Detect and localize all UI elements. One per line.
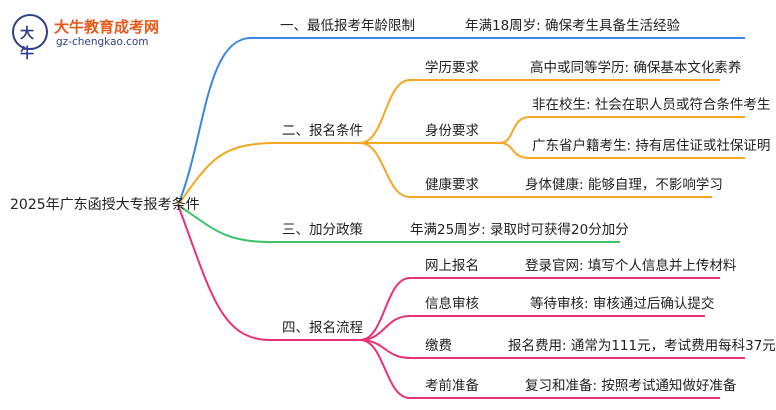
connector-branch-1	[177, 37, 445, 206]
branch-1-label: 一、最低报考年龄限制	[280, 18, 415, 34]
connector-detail-2-2b	[499, 142, 745, 159]
logo-badge-text: 大牛	[20, 26, 34, 62]
sub-2-3-label: 健康要求	[425, 177, 479, 193]
connector-sub-2-3	[359, 142, 505, 198]
sub-4-3-label: 缴费	[425, 338, 452, 354]
branch-3-label: 三、加分政策	[282, 222, 363, 238]
mindmap-connectors	[177, 37, 745, 399]
connector-sub-2-1	[359, 79, 510, 144]
sub-2-3-detail: 身体健康: 能够自理，不影响学习	[525, 177, 723, 193]
connector-sub-4-1	[359, 277, 505, 341]
connector-sub-4-4	[359, 339, 505, 399]
sub-2-1-label: 学历要求	[425, 60, 479, 76]
connector-sub-4-2	[359, 315, 505, 341]
branch-2-label: 二、报名条件	[282, 123, 363, 139]
root-node: 2025年广东函授大专报考条件	[10, 197, 200, 213]
sub-4-4-label: 考前准备	[425, 378, 479, 394]
sub-2-2-detail-1: 非在校生: 社会在职人员或符合条件考生	[532, 97, 771, 113]
connector-branch-4	[177, 204, 360, 341]
sub-4-1-detail: 登录官网: 填写个人信息并上传材料	[525, 258, 737, 274]
sub-2-2-label: 身份要求	[425, 123, 479, 139]
branch-1-detail: 年满18周岁: 确保考生具备生活经验	[465, 18, 681, 34]
sub-4-2-detail: 等待审核: 审核通过后确认提交	[530, 296, 715, 312]
connector-branch-2	[177, 142, 360, 206]
sub-2-1-detail: 高中或同等学历: 确保基本文化素养	[530, 60, 742, 76]
sub-4-1-label: 网上报名	[425, 258, 479, 274]
sub-4-2-label: 信息审核	[425, 296, 479, 312]
connector-detail-2-2a	[499, 116, 745, 144]
logo-badge: 大牛	[12, 14, 48, 62]
branch-3-detail: 年满25周岁: 录取时可获得20分加分	[410, 222, 629, 238]
sub-2-2-detail-2: 广东省户籍考生: 持有居住证或社保证明	[532, 138, 771, 154]
sub-4-4-detail: 复习和准备: 按照考试通知做好准备	[525, 378, 737, 394]
connector-sub-4-3	[359, 339, 495, 359]
sub-4-3-detail: 报名费用: 通常为111元，考试费用每科37元	[508, 338, 776, 354]
logo-url: gz-chengkao.com	[56, 36, 149, 48]
site-logo: 大牛 大牛教育成考网 gz-chengkao.com	[12, 14, 192, 62]
connector-branch-3	[177, 204, 400, 243]
logo-name: 大牛教育成考网	[54, 18, 160, 36]
branch-4-label: 四、报名流程	[282, 320, 363, 336]
